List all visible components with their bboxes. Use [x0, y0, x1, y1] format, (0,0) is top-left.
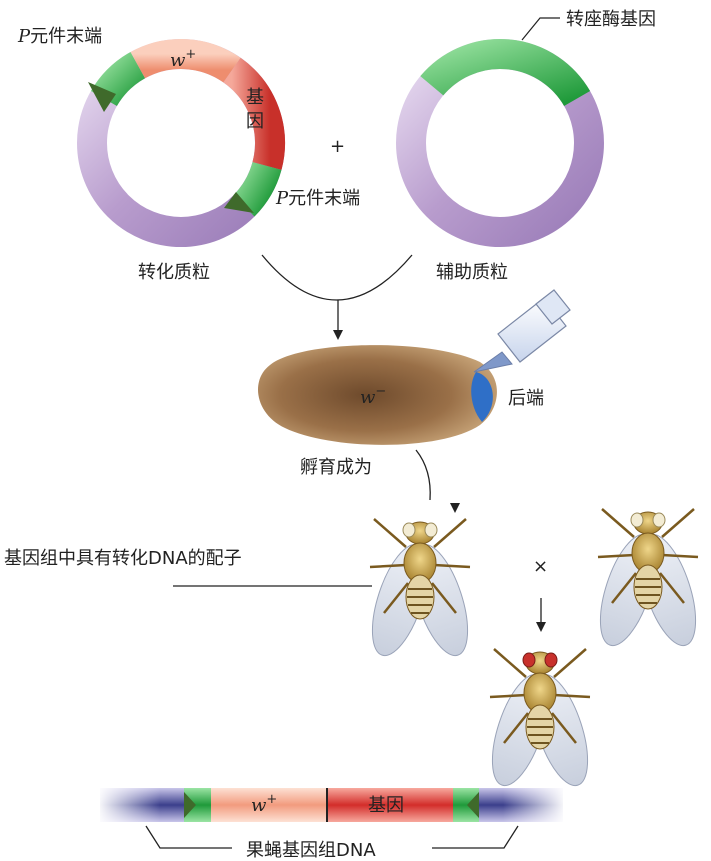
joining-arc	[261, 254, 413, 301]
bar-w-plus-label: w+	[251, 792, 277, 816]
posterior-pole	[471, 372, 493, 422]
w-plus-label: w+	[170, 47, 196, 71]
plus-sign: +	[330, 136, 345, 157]
bar-gene-label: 基因	[368, 795, 404, 816]
gamete-label: 基因组中具有转化DNA的配子	[4, 548, 242, 569]
bar-gene-segment	[327, 788, 453, 822]
p-element-end-bottom-segment	[232, 161, 282, 217]
develop-curve	[415, 449, 431, 501]
fly-offspring-red-eye	[489, 648, 591, 787]
gene-label-top-char: 基	[246, 87, 264, 108]
transposase-gene-label: 转座酶基因	[566, 9, 656, 30]
bar-arrow-left	[184, 792, 196, 818]
genome-bracket-left	[145, 825, 232, 849]
gene-segment	[222, 57, 285, 170]
inverted-repeat-arrow-bottom	[224, 192, 254, 213]
transform-plasmid-label: 转化质粒	[138, 262, 210, 283]
genome-dna-bar: w+ 基因	[100, 788, 563, 822]
transposase-gene-segment	[420, 38, 591, 107]
fly-white-eye-mate	[597, 508, 699, 647]
w-plus-segment	[130, 38, 241, 83]
white-eye-left	[402, 522, 416, 538]
w-minus-label: w−	[360, 384, 386, 408]
transformation-plasmid: P元件末端 w+ 基 因 P元件末端 转化质粒	[17, 26, 360, 283]
red-eye-left	[522, 652, 536, 668]
p-end-label-right: P元件末端	[275, 188, 360, 209]
bar-w-plus-segment	[211, 788, 327, 822]
embryo: w− 后端	[258, 289, 571, 445]
posterior-end-label: 后端	[508, 388, 544, 409]
cross-sign: ×	[533, 556, 548, 577]
fly-g0-white-eye	[369, 518, 471, 657]
bar-arrow-right	[467, 792, 479, 818]
helper-plasmid: 转座酶基因 辅助质粒	[396, 9, 656, 283]
gene-label-bottom-char: 因	[246, 111, 264, 132]
genome-dna-label: 果蝇基因组DNA	[246, 840, 376, 861]
embryo-body	[258, 345, 497, 445]
injection-needle	[473, 289, 571, 373]
white-eye-right	[424, 522, 438, 538]
p-end-label-top: P元件末端	[17, 26, 102, 47]
develop-into-label: 孵育成为	[300, 457, 372, 478]
genome-bracket-right	[432, 825, 519, 849]
helper-plasmid-label: 辅助质粒	[436, 262, 508, 283]
red-eye-right	[544, 652, 558, 668]
develop-arrow-head	[450, 503, 460, 513]
inverted-repeat-arrow-top	[88, 82, 116, 112]
injection-arrow-head	[333, 330, 343, 340]
offspring-arrow-head	[536, 622, 546, 632]
transposase-leader-line	[521, 17, 560, 41]
